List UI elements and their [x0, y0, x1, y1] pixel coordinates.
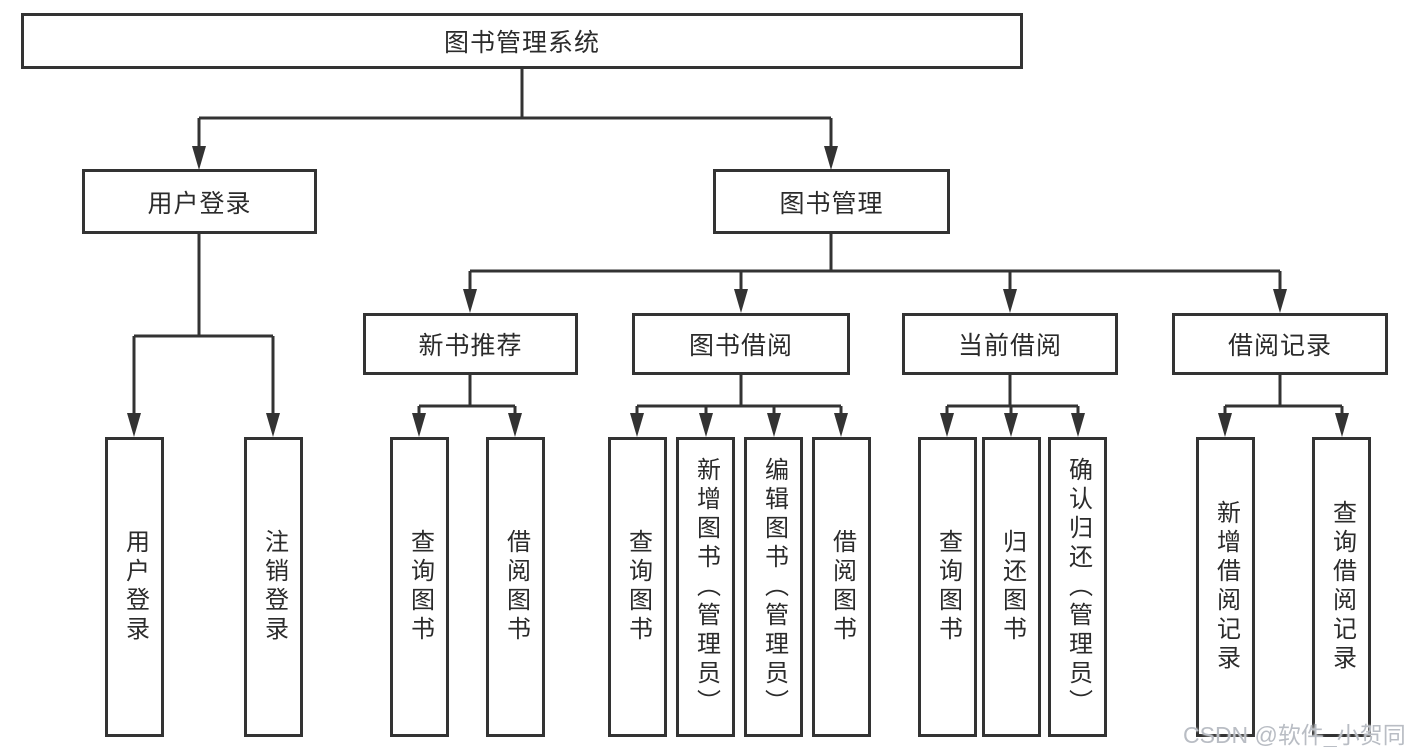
- leaf-query-book-2: 查询图书: [608, 437, 667, 737]
- leaf-user-login: 用户登录: [105, 437, 164, 737]
- node-root: 图书管理系统: [21, 13, 1023, 69]
- leaf-label: 借阅图书: [828, 529, 856, 645]
- connector-user-login: [132, 233, 275, 415]
- csdn-watermark: CSDN @软件_小贺同学: [1183, 722, 1405, 747]
- leaf-label: 归还图书: [998, 529, 1026, 645]
- leaf-borrow-book-2: 借阅图书: [812, 437, 871, 737]
- leaf-label: 借阅图书: [502, 529, 530, 645]
- arrowhead-icon: [1071, 413, 1085, 437]
- leaf-label: 确认归还（管理员）: [1064, 456, 1092, 718]
- leaf-label: 注销登录: [260, 529, 288, 645]
- arrowhead-icon: [734, 289, 748, 313]
- leaf-label: 用户登录: [121, 529, 149, 645]
- arrowhead-icon: [630, 413, 644, 437]
- arrowhead-icon: [1003, 289, 1017, 313]
- leaf-add-borrow-record: 新增借阅记录: [1196, 437, 1255, 737]
- leaf-logout: 注销登录: [244, 437, 303, 737]
- node-borrow-record: 借阅记录: [1172, 313, 1388, 375]
- leaf-return-book: 归还图书: [982, 437, 1041, 737]
- arrowhead-icon: [463, 289, 477, 313]
- node-book-mgmt: 图书管理: [713, 169, 950, 234]
- arrowhead-icon: [824, 146, 838, 170]
- connector-record: [1223, 375, 1344, 415]
- arrowhead-icon: [1004, 413, 1018, 437]
- arrowhead-icon: [699, 413, 713, 437]
- arrowhead-icon: [1273, 289, 1287, 313]
- arrowhead-icon: [1218, 413, 1232, 437]
- node-book-borrow-label: 图书借阅: [688, 332, 793, 360]
- connector-root: [197, 69, 833, 148]
- leaf-query-borrow-record: 查询借阅记录: [1312, 437, 1371, 737]
- node-new-book-rec: 新书推荐: [363, 313, 578, 375]
- connector-new-book: [417, 375, 517, 415]
- leaf-label: 新增图书（管理员）: [692, 456, 720, 718]
- leaf-query-book-1: 查询图书: [390, 437, 449, 737]
- leaf-borrow-book-1: 借阅图书: [486, 437, 545, 737]
- node-user-login: 用户登录: [82, 169, 317, 234]
- arrowhead-icon: [266, 413, 280, 437]
- arrowhead-icon: [940, 413, 954, 437]
- arrowhead-icon: [834, 413, 848, 437]
- leaf-add-book-admin: 新增图书（管理员）: [676, 437, 735, 737]
- leaf-label: 查询图书: [406, 529, 434, 645]
- arrowhead-icon: [1335, 413, 1349, 437]
- arrowhead-icon: [767, 413, 781, 437]
- node-new-book-rec-label: 新书推荐: [418, 332, 523, 360]
- leaf-edit-book-admin: 编辑图书（管理员）: [744, 437, 803, 737]
- leaf-label: 查询借阅记录: [1328, 500, 1356, 674]
- connector-book-mgmt: [468, 234, 1282, 291]
- arrowhead-icon: [192, 146, 206, 170]
- leaf-label: 查询图书: [624, 529, 652, 645]
- connector-borrow: [635, 375, 843, 415]
- leaf-confirm-return-admin: 确认归还（管理员）: [1048, 437, 1107, 737]
- node-book-mgmt-label: 图书管理: [779, 189, 884, 218]
- arrowhead-icon: [412, 413, 426, 437]
- leaf-label: 查询图书: [934, 529, 962, 645]
- arrowhead-icon: [127, 413, 141, 437]
- node-borrow-record-label: 借阅记录: [1227, 332, 1332, 360]
- arrowhead-icon: [508, 413, 522, 437]
- leaf-query-book-3: 查询图书: [918, 437, 977, 737]
- node-current-borrow-label: 当前借阅: [957, 332, 1062, 360]
- connector-current: [945, 375, 1080, 415]
- node-current-borrow: 当前借阅: [902, 313, 1118, 375]
- leaf-label: 编辑图书（管理员）: [760, 456, 788, 718]
- node-book-borrow: 图书借阅: [632, 313, 850, 375]
- node-user-login-label: 用户登录: [147, 189, 252, 218]
- node-root-label: 图书管理系统: [443, 29, 600, 57]
- leaf-label: 新增借阅记录: [1212, 500, 1240, 674]
